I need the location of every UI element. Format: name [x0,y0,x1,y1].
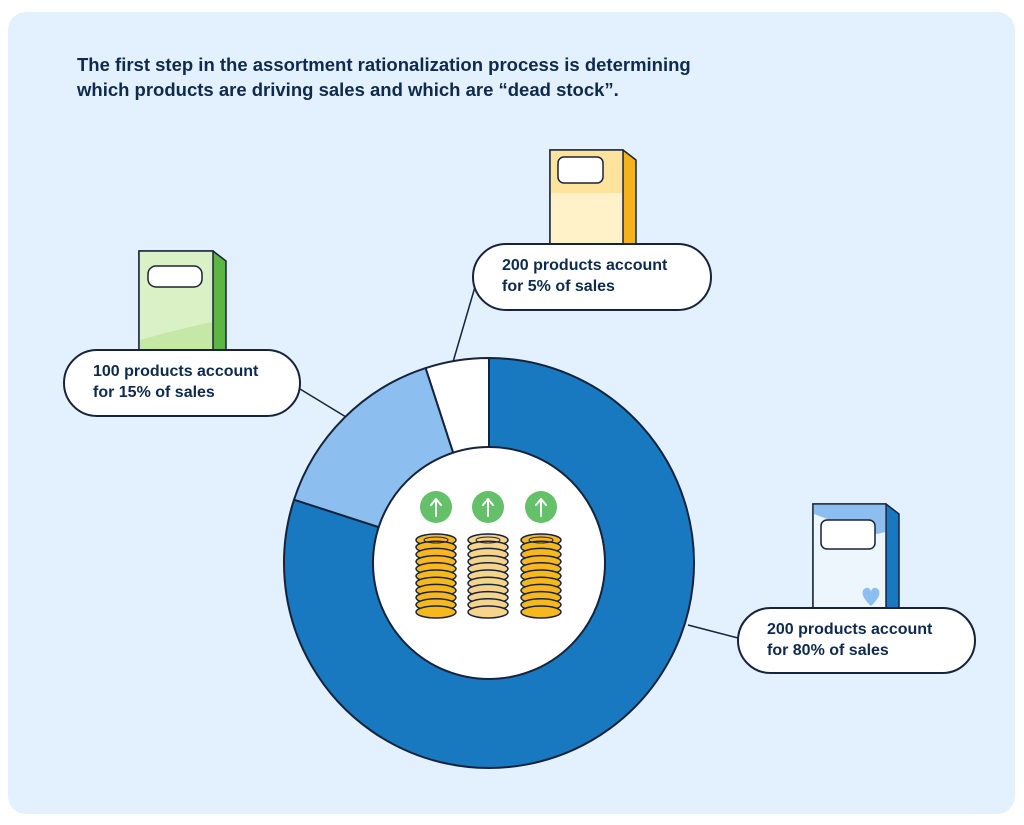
headline-line-2: which products are driving sales and whi… [77,79,619,100]
callout-15pct: 100 products account for 15% of sales [63,349,301,417]
coin-top-detail [475,536,501,544]
leader-line-5pct [452,279,478,363]
coin [415,605,457,619]
up-arrow-icon [525,491,557,523]
callout-80pct-line-2: for 80% of sales [767,642,889,659]
yellow-product-box-icon [549,149,637,245]
callout-80pct: 200 products account for 80% of sales [737,607,976,674]
coin-stack-icon [415,533,457,619]
callout-5pct-line-1: 200 products account [502,257,668,274]
headline-line-1: The first step in the assortment rationa… [77,54,691,75]
up-arrow-icon [472,491,504,523]
callout-5pct: 200 products account for 5% of sales [472,243,712,311]
callout-15pct-line-1: 100 products account [93,363,259,380]
coin [520,605,562,619]
callout-5pct-line-2: for 5% of sales [502,278,615,295]
green-product-box-icon [138,250,227,351]
coin-stack-icon [467,533,509,619]
heart-icon [862,587,880,606]
coin-stack-icon [520,533,562,619]
coin-top-detail [528,536,554,544]
blue-product-box-icon [812,503,900,609]
leader-line-15pct [299,388,347,418]
coin [467,605,509,619]
headline: The first step in the assortment rationa… [77,52,797,102]
callout-15pct-line-2: for 15% of sales [93,384,215,401]
leader-line-80pct [687,624,739,639]
coin-top-detail [423,536,449,544]
callout-80pct-line-1: 200 products account [767,621,933,638]
up-arrow-icon [420,491,452,523]
